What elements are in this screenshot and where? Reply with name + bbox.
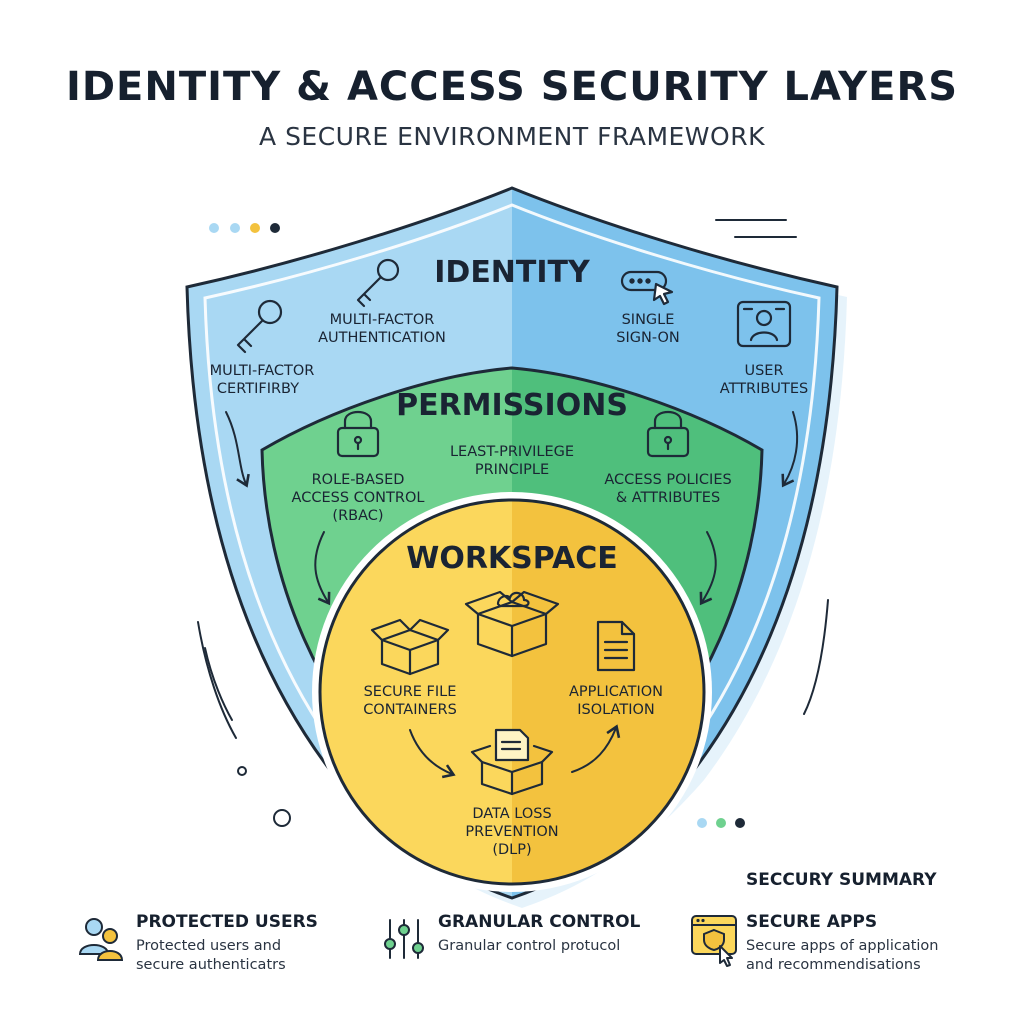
summary-item-protected-users: PROTECTED USERS Protected users and secu… — [74, 910, 364, 980]
workspace-title: WORKSPACE — [406, 541, 618, 576]
workspace-item-label: (DLP) — [492, 842, 531, 858]
page-subtitle: A SECURE ENVIRONMENT FRAMEWORK — [259, 122, 765, 151]
decorative-lines — [197, 219, 829, 827]
summary-item-title: GRANULAR CONTROL — [438, 912, 641, 932]
users-icon — [78, 918, 124, 961]
summary-item-granular-control: GRANULAR CONTROL Granular control protuc… — [382, 910, 672, 980]
summary-item-desc-line: Protected users and — [136, 938, 282, 954]
workspace-item-label: APPLICATION — [569, 684, 663, 700]
cloud-box-icon — [464, 590, 560, 658]
permissions-item-label: PRINCIPLE — [475, 462, 549, 478]
sliders-icon — [384, 919, 424, 959]
key-icon — [356, 258, 400, 308]
summary-item-desc-line: Secure apps of application — [746, 938, 939, 954]
workspace-item-label: CONTAINERS — [363, 702, 457, 718]
summary-item-desc-line: and recommendisations — [746, 957, 921, 973]
identity-item-label: AUTHENTICATION — [318, 330, 446, 346]
decorative-dots-top-left — [209, 223, 280, 233]
summary-item-desc-line: Granular control protucol — [438, 938, 621, 954]
summary-item-title: PROTECTED USERS — [136, 912, 318, 932]
summary-item-desc-line: secure authenticatrs — [136, 957, 286, 973]
padlock-icon — [646, 410, 690, 458]
summary-item-secure-apps: SECURE APPS Secure apps of application a… — [688, 910, 988, 980]
summary-item-desc: Secure apps of application and recommend… — [746, 937, 939, 975]
workspace-item-label: DATA LOSS — [472, 806, 551, 822]
decorative-dots-bottom-right — [697, 818, 745, 828]
flow-arrows — [225, 411, 799, 779]
page-title: IDENTITY & ACCESS SECURITY LAYERS — [65, 64, 959, 110]
summary-item-desc: Protected users and secure authenticatrs — [136, 937, 286, 975]
open-box-icon — [370, 618, 450, 676]
key-icon — [236, 299, 283, 354]
identity-title: IDENTITY — [434, 255, 591, 290]
permissions-item-label: (RBAC) — [332, 508, 383, 524]
workspace-layer — [318, 498, 706, 886]
permissions-item-label: ACCESS CONTROL — [292, 490, 425, 506]
workspace-item-label: PREVENTION — [465, 824, 558, 840]
summary-item-desc: Granular control protucol — [438, 937, 620, 956]
permissions-title: PERMISSIONS — [396, 388, 628, 423]
identity-item-label: MULTI-FACTOR — [210, 363, 315, 379]
secure-app-window-icon — [691, 915, 737, 967]
summary-item-title: SECURE APPS — [746, 912, 878, 932]
login-cursor-icon — [620, 270, 674, 306]
identity-item-label: CERTIFIRBY — [217, 381, 299, 397]
user-profile-icon — [736, 300, 792, 348]
document-icon — [596, 620, 636, 672]
padlock-icon — [336, 410, 380, 458]
identity-item-label: USER — [744, 363, 783, 379]
identity-item-label: SIGN-ON — [616, 330, 679, 346]
permissions-item-label: & ATTRIBUTES — [616, 490, 720, 506]
identity-item-label: MULTI-FACTOR — [330, 312, 435, 328]
permissions-item-label: ROLE-BASED — [312, 472, 405, 488]
identity-item-label: SINGLE — [622, 312, 675, 328]
permissions-item-label: LEAST-PRIVILEGE — [450, 444, 574, 460]
identity-item-label: ATTRIBUTES — [720, 381, 808, 397]
workspace-item-label: SECURE FILE — [364, 684, 457, 700]
identity-layer — [185, 186, 839, 900]
summary-title: SECCURY SUMMARY — [746, 870, 937, 890]
workspace-item-label: ISOLATION — [577, 702, 655, 718]
box-document-icon — [470, 728, 554, 796]
permissions-item-label: ACCESS POLICIES — [604, 472, 731, 488]
